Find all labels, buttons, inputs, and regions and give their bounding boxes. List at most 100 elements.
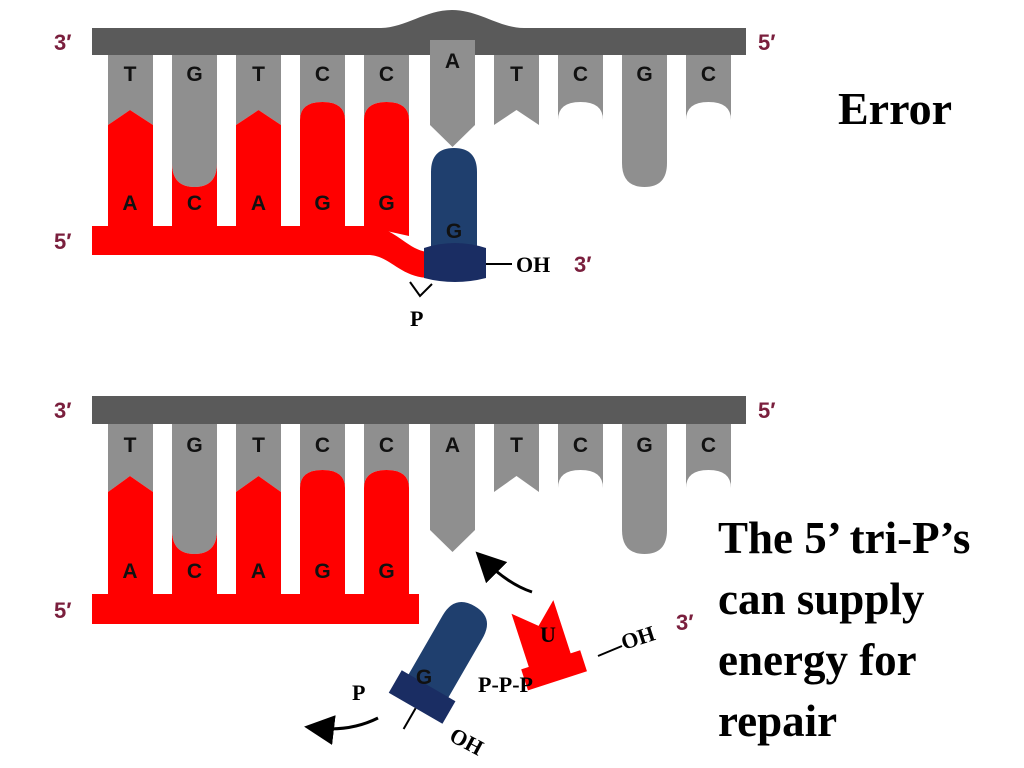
base-label: G <box>378 192 394 215</box>
base-label: G <box>378 560 394 583</box>
new-base <box>364 470 409 594</box>
base-label: T <box>252 434 265 457</box>
new-base <box>300 470 345 594</box>
template-end-left: 3′ <box>54 30 72 55</box>
base-label: A <box>122 192 137 215</box>
caption-line: The 5’ tri-P’s <box>718 513 971 563</box>
template-bases: T G T C C A T C G C <box>108 40 731 187</box>
base-label: T <box>252 63 265 86</box>
base-label: T <box>124 434 137 457</box>
template-base <box>622 424 667 554</box>
template-base <box>172 55 217 187</box>
template-base <box>108 424 153 492</box>
template-base <box>430 40 475 147</box>
base-label: C <box>315 434 330 457</box>
new-base <box>172 530 217 594</box>
template-base <box>300 424 345 488</box>
template-base <box>686 55 731 120</box>
base-label: C <box>379 434 394 457</box>
caption-line: energy for <box>718 635 917 685</box>
base-label: A <box>445 50 460 73</box>
new-strand-backbone <box>92 226 430 278</box>
repair-caption: The 5’ tri-P’s can supply energy for rep… <box>718 508 970 752</box>
new-base <box>108 110 153 226</box>
removed-oh-label: OH <box>446 722 488 760</box>
new-strand-backbone <box>92 594 419 624</box>
incoming-base <box>511 600 573 673</box>
template-end-left: 3′ <box>54 398 72 423</box>
base-label: C <box>573 434 588 457</box>
base-label: C <box>701 434 716 457</box>
base-label: G <box>636 434 652 457</box>
new-base <box>236 110 281 226</box>
template-base <box>558 55 603 120</box>
mispaired-base <box>431 148 477 252</box>
base-label: G <box>636 63 652 86</box>
new-base <box>236 476 281 594</box>
base-label: A <box>122 560 137 583</box>
new-strand-bases: A C A G G <box>108 470 409 594</box>
template-base <box>236 55 281 125</box>
template-base <box>236 424 281 492</box>
caption-line: repair <box>718 696 838 746</box>
triphosphate-label: P-P-P <box>478 672 533 697</box>
base-label: U <box>540 622 556 647</box>
new-strand-end-right: 3′ <box>574 252 592 277</box>
new-base <box>364 102 409 236</box>
new-base <box>108 476 153 594</box>
base-label: T <box>124 63 137 86</box>
template-base <box>622 55 667 187</box>
base-label: C <box>187 560 202 583</box>
leave-arrow <box>304 715 379 745</box>
caption-line: can supply <box>718 574 925 624</box>
base-label: G <box>314 192 330 215</box>
template-bases: T G T C C A T C G C <box>108 424 731 554</box>
removed-nucleotide <box>388 601 488 730</box>
mispaired-nucleotide: G OH 3′ P <box>409 148 592 331</box>
template-base <box>558 424 603 488</box>
template-base <box>364 424 409 488</box>
template-base <box>494 55 539 125</box>
bottom-panel: 3′ 5′ T G T C C A T C G C 5′ <box>54 396 776 760</box>
template-base <box>300 55 345 120</box>
base-label: T <box>510 434 523 457</box>
error-title: Error <box>838 83 953 134</box>
base-label: G <box>446 220 462 243</box>
template-base <box>364 55 409 120</box>
base-label: G <box>186 63 202 86</box>
mispaired-sugar <box>424 243 486 282</box>
incoming-end-label: 3′ <box>676 610 694 635</box>
removed-phosphate-label: P <box>352 680 365 705</box>
enter-arrow <box>475 551 533 594</box>
base-label: C <box>379 63 394 86</box>
incoming-oh-label: OH <box>618 620 658 654</box>
new-base <box>300 102 345 226</box>
template-backbone <box>92 396 746 424</box>
base-label: T <box>510 63 523 86</box>
template-end-right: 5′ <box>758 30 776 55</box>
base-label: A <box>251 192 266 215</box>
incoming-nucleotide <box>511 600 587 691</box>
base-label: C <box>187 192 202 215</box>
new-strand-bases: A C A G G <box>108 102 409 236</box>
template-end-right: 5′ <box>758 398 776 423</box>
oh-label: OH <box>516 252 550 277</box>
template-base <box>108 55 153 125</box>
base-label: A <box>445 434 460 457</box>
removed-sugar <box>388 670 456 724</box>
base-label: G <box>314 560 330 583</box>
template-base <box>494 424 539 492</box>
base-label: C <box>701 63 716 86</box>
base-label: G <box>416 666 432 689</box>
incoming-sugar <box>521 650 587 691</box>
new-base <box>172 163 217 226</box>
removed-base <box>407 601 488 699</box>
top-panel: 3′ 5′ T G T C C A T C <box>54 10 776 331</box>
base-label: G <box>186 434 202 457</box>
base-label: C <box>315 63 330 86</box>
base-label: C <box>573 63 588 86</box>
new-strand-end-left: 5′ <box>54 598 72 623</box>
template-base <box>172 424 217 554</box>
template-base <box>430 424 475 552</box>
